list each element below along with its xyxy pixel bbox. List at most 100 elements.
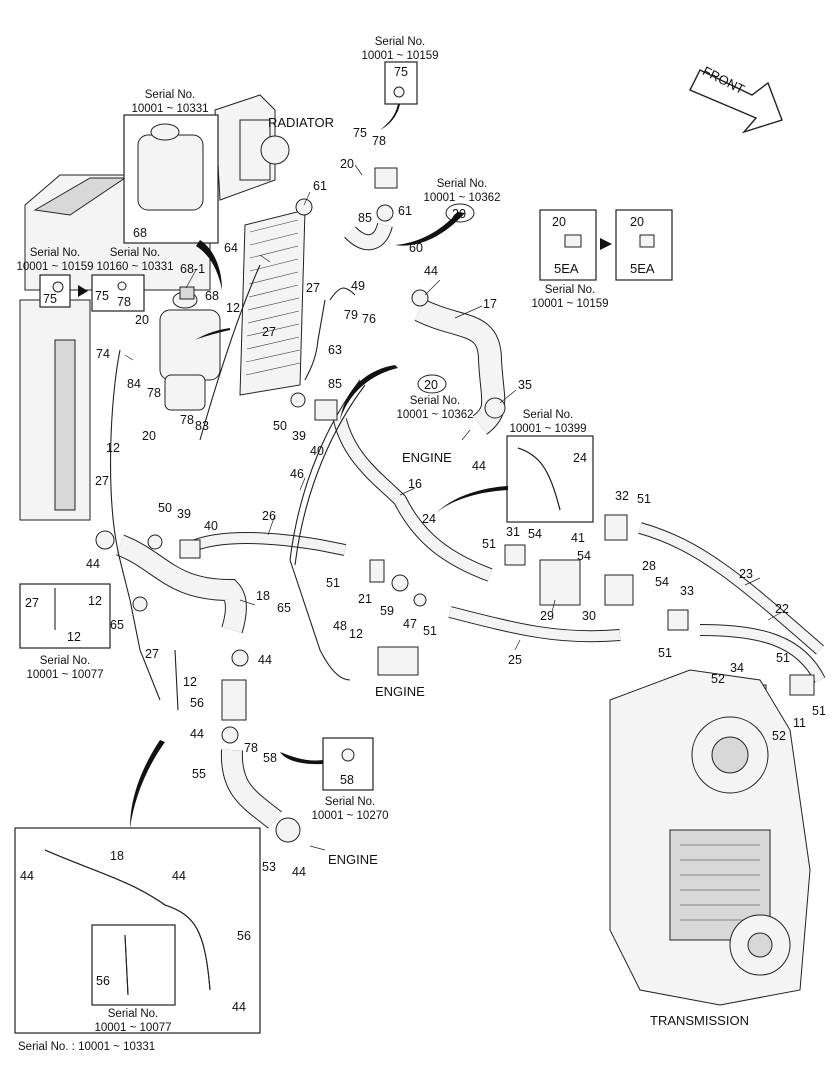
svg-text:Serial No.: Serial No. [30, 247, 81, 259]
svg-text:58: 58 [263, 751, 277, 765]
svg-text:51: 51 [776, 651, 790, 665]
svg-text:51: 51 [658, 646, 672, 660]
svg-text:20: 20 [630, 215, 644, 229]
svg-text:68: 68 [133, 226, 147, 240]
serial-box-hose-24: Serial No. 10001 ~ 10399 24 [506, 409, 594, 523]
svg-text:12: 12 [106, 441, 120, 455]
serial-box-75-left: Serial No. 10001 ~ 10159 75 Serial No. 1… [16, 247, 174, 312]
svg-text:10001 ~ 10362: 10001 ~ 10362 [396, 409, 473, 421]
svg-text:61: 61 [313, 179, 327, 193]
svg-text:27: 27 [95, 474, 109, 488]
svg-text:10001 ~ 10362: 10001 ~ 10362 [423, 192, 500, 204]
svg-text:64: 64 [224, 241, 238, 255]
svg-text:41: 41 [571, 531, 585, 545]
svg-text:53: 53 [262, 860, 276, 874]
svg-text:Serial No.: Serial No. [523, 409, 574, 421]
svg-text:78: 78 [372, 134, 386, 148]
svg-text:Serial No.: Serial No. [410, 395, 461, 407]
svg-text:27: 27 [145, 647, 159, 661]
svg-text:17: 17 [483, 297, 497, 311]
svg-text:26: 26 [262, 509, 276, 523]
svg-text:50: 50 [273, 419, 287, 433]
svg-text:20: 20 [340, 157, 354, 171]
svg-text:40: 40 [204, 519, 218, 533]
svg-text:51: 51 [812, 704, 826, 718]
svg-text:56: 56 [190, 696, 204, 710]
svg-text:48: 48 [333, 619, 347, 633]
radiator-assembly: RADIATOR [19, 94, 334, 521]
svg-text:78: 78 [244, 741, 258, 755]
svg-text:59: 59 [380, 604, 394, 618]
svg-text:44: 44 [472, 459, 486, 473]
svg-text:44: 44 [424, 264, 438, 278]
svg-text:20: 20 [424, 378, 438, 392]
svg-text:10001 ~ 10270: 10001 ~ 10270 [311, 810, 388, 822]
svg-text:85: 85 [328, 377, 342, 391]
svg-text:55: 55 [192, 767, 206, 781]
svg-text:68: 68 [205, 289, 219, 303]
svg-text:23: 23 [739, 567, 753, 581]
svg-text:Serial No.: Serial No. [545, 284, 596, 296]
svg-text:20: 20 [135, 313, 149, 327]
svg-text:83: 83 [195, 419, 209, 433]
svg-text:52: 52 [711, 672, 725, 686]
svg-text:44: 44 [190, 727, 204, 741]
svg-text:20: 20 [142, 429, 156, 443]
svg-text:52: 52 [772, 729, 786, 743]
svg-text:44: 44 [232, 1000, 246, 1014]
svg-text:54: 54 [577, 549, 591, 563]
svg-text:10001 ~ 10159: 10001 ~ 10159 [361, 50, 438, 62]
svg-text:28: 28 [642, 559, 656, 573]
svg-text:61: 61 [398, 204, 412, 218]
svg-text:21: 21 [358, 592, 372, 606]
svg-text:Serial No.: Serial No. [40, 655, 91, 667]
svg-text:20: 20 [552, 215, 566, 229]
svg-text:54: 54 [655, 575, 669, 589]
svg-text:39: 39 [292, 429, 306, 443]
svg-text:75: 75 [353, 126, 367, 140]
svg-text:47: 47 [403, 617, 417, 631]
callout-swooshes [130, 104, 508, 828]
svg-text:Serial No.: Serial No. [108, 1008, 159, 1020]
svg-text:56: 56 [237, 929, 251, 943]
svg-text:25: 25 [508, 653, 522, 667]
svg-text:22: 22 [775, 602, 789, 616]
svg-text:Serial No. : 10001 ~ 10331: Serial No. : 10001 ~ 10331 [18, 1041, 155, 1053]
svg-text:75: 75 [394, 65, 408, 79]
part-number-callouts: 75 78 20 61 61 85 60 44 17 35 44 64 68-1… [86, 126, 826, 879]
expansion-tank [159, 286, 221, 411]
svg-text:11: 11 [793, 716, 806, 730]
svg-text:51: 51 [423, 624, 437, 638]
svg-text:12: 12 [349, 627, 363, 641]
svg-text:84: 84 [127, 377, 141, 391]
svg-text:12: 12 [183, 675, 197, 689]
svg-text:44: 44 [86, 557, 100, 571]
svg-text:Serial No.: Serial No. [325, 796, 376, 808]
svg-text:68-1: 68-1 [180, 262, 205, 276]
svg-text:34: 34 [730, 661, 744, 675]
front-arrow: FRONT [689, 63, 783, 134]
detail-box-hose-18-56: 18 44 44 56 44 56 Serial No. 10001 ~ 100… [14, 827, 261, 1053]
svg-text:12: 12 [226, 301, 240, 315]
svg-text:27: 27 [25, 596, 39, 610]
engine-label-2: ENGINE [375, 684, 425, 699]
svg-text:5EA: 5EA [630, 261, 655, 276]
transmission: TRANSMISSION [609, 669, 811, 1028]
engine-label-1: ENGINE [402, 450, 452, 465]
svg-text:40: 40 [310, 444, 324, 458]
svg-text:44: 44 [20, 869, 34, 883]
serial-note-10362-middle: 20 Serial No. 10001 ~ 10362 [396, 374, 474, 421]
svg-text:10160 ~ 10331: 10160 ~ 10331 [96, 261, 173, 273]
svg-text:12: 12 [88, 594, 102, 608]
transmission-label: TRANSMISSION [650, 1013, 749, 1028]
serial-box-10077-clamp: 27 12 12 Serial No. 10001 ~ 10077 [19, 583, 111, 681]
radiator-label: RADIATOR [268, 115, 334, 130]
serial-box-58: 58 Serial No. 10001 ~ 10270 [311, 737, 389, 822]
svg-text:60: 60 [409, 241, 423, 255]
svg-text:10001 ~ 10077: 10001 ~ 10077 [26, 669, 103, 681]
svg-text:65: 65 [110, 618, 124, 632]
svg-text:Serial No.: Serial No. [145, 89, 196, 101]
serial-box-75-top: Serial No. 10001 ~ 10159 75 [361, 36, 439, 105]
svg-text:27: 27 [262, 325, 276, 339]
